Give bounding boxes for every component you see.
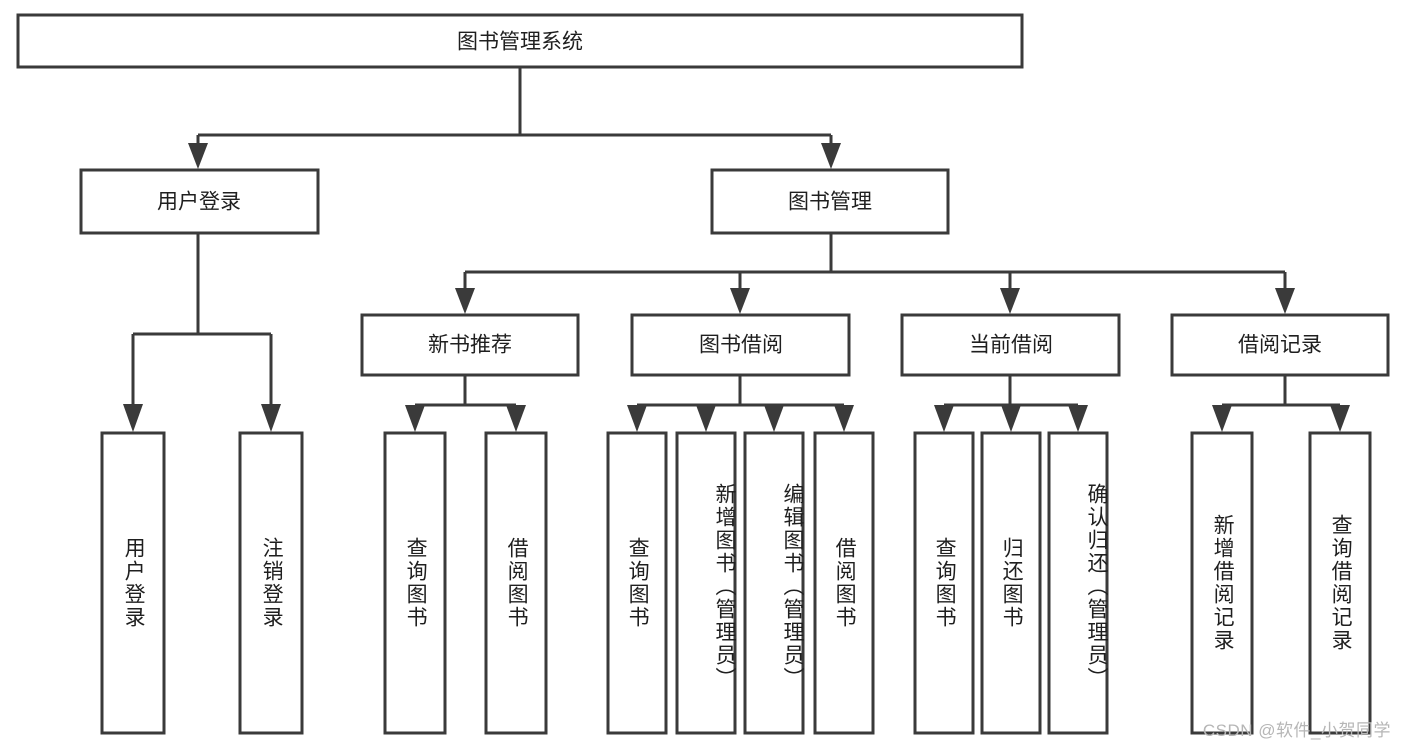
node-new-book-recommend-box[interactable] [360,313,580,377]
node-book-management-label: 图书管理 [788,191,872,214]
edge-group-book-management-to-level3 [455,233,1295,314]
leaf-boxes [100,431,1372,735]
leaf-box-add-book[interactable] [675,431,737,735]
arrow-to-leaf-query-book-1 [405,405,425,432]
node-root-box[interactable] [16,13,1024,69]
arrow-to-leaf-query-book-3 [934,405,954,432]
leaf-box-query-book-1[interactable] [383,431,447,735]
edge-group-book-borrow-to-leaves [627,376,854,432]
node-borrow-record[interactable]: 借阅记录 [1170,313,1390,377]
arrow-to-leaf-add-record [1212,405,1232,432]
leaf-box-borrow-book-2[interactable] [813,431,875,735]
arrow-to-current-borrow [1000,288,1020,314]
arrow-to-book-borrow [730,288,750,314]
node-book-borrow-label: 图书借阅 [699,334,783,357]
arrow-to-leaf-edit-book [764,405,784,432]
node-new-book-recommend[interactable]: 新书推荐 [360,313,580,377]
watermark-text: CSDN @软件_小贺同学 [1202,721,1391,740]
edge-group-current-borrow-to-leaves [934,376,1088,432]
arrow-to-new-book-recommend [455,288,475,314]
node-borrow-record-label: 借阅记录 [1238,334,1322,357]
node-book-borrow[interactable]: 图书借阅 [630,313,851,377]
leaf-box-confirm-return[interactable] [1047,431,1109,735]
edge-group-user-login-to-leaves [123,233,281,432]
node-root[interactable]: 图书管理系统 [16,13,1024,69]
node-new-book-recommend-label: 新书推荐 [428,334,512,357]
node-user-login-box[interactable] [79,168,320,235]
edge-group-new-book-recommend-to-leaves [405,376,526,432]
arrow-to-leaf-query-book-2 [627,405,647,432]
edge-group-root-to-level2 [188,67,841,169]
leaf-box-return-book[interactable] [980,431,1042,735]
arrow-to-leaf-borrow-book-1 [506,405,526,432]
node-root-label: 图书管理系统 [457,31,583,54]
arrow-to-leaf-return-book [1001,405,1021,432]
node-current-borrow-box[interactable] [900,313,1121,377]
node-borrow-record-box[interactable] [1170,313,1390,377]
leaf-box-logout-login[interactable] [238,431,304,735]
arrow-to-leaf-confirm-return [1068,405,1088,432]
arrow-to-leaf-borrow-book-2 [834,405,854,432]
arrow-to-leaf-user-login [123,404,143,432]
leaf-box-query-book-3[interactable] [913,431,975,735]
arrow-root-to-user-login [188,143,208,169]
edge-group-borrow-record-to-leaves [1212,376,1350,432]
node-current-borrow-label: 当前借阅 [969,334,1053,357]
leaf-box-query-book-2[interactable] [606,431,668,735]
node-book-management-box[interactable] [710,168,950,235]
arrow-to-borrow-record [1275,288,1295,314]
node-user-login[interactable]: 用户登录 [79,168,320,235]
arrow-to-leaf-query-record [1330,405,1350,432]
node-book-management[interactable]: 图书管理 [710,168,950,235]
leaf-box-user-login[interactable] [100,431,166,735]
node-current-borrow[interactable]: 当前借阅 [900,313,1121,377]
leaf-box-query-record[interactable] [1308,431,1372,735]
arrow-to-leaf-add-book [696,405,716,432]
node-book-borrow-box[interactable] [630,313,851,377]
arrow-root-to-book-management [821,143,841,169]
leaf-box-add-record[interactable] [1190,431,1254,735]
leaf-box-borrow-book-1[interactable] [484,431,548,735]
leaf-box-edit-book[interactable] [743,431,805,735]
node-user-login-label: 用户登录 [157,191,241,214]
arrow-to-leaf-logout-login [261,404,281,432]
